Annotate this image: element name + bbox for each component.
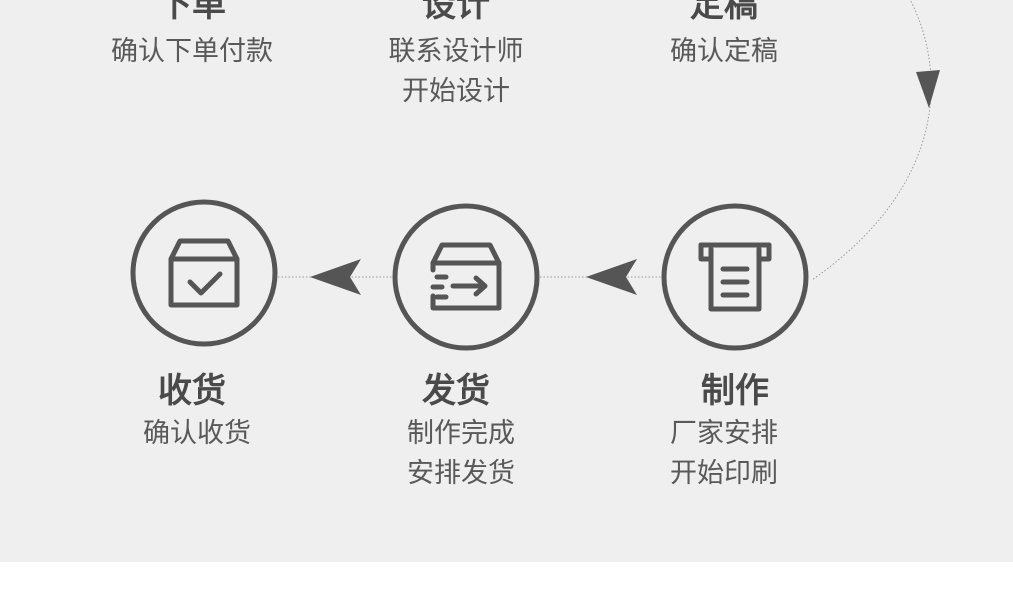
step-desc-design: 联系设计师 开始设计 [346,32,566,112]
step-desc-line: 开始印刷 [670,458,778,489]
arrow-left-icon [310,259,361,295]
step-desc-line: 确认下单付款 [111,36,273,67]
arrow-left-icon [586,259,637,295]
step-title-receive: 收货 [158,371,226,411]
printer-icon [698,242,772,312]
step-title-design: 设计 [422,0,490,25]
connector-finalize-produce-curve [811,0,932,281]
step-desc-produce: 厂家安排 开始印刷 [614,414,834,494]
arrow-down-icon [916,70,940,108]
step-desc-line: 制作完成 [407,418,515,449]
step-desc-line: 厂家安排 [670,418,778,449]
step-desc-line: 安排发货 [407,458,515,489]
step-desc-finalize: 确认定稿 [614,32,834,72]
step-title-produce: 制作 [701,371,769,411]
step-desc-line: 开始设计 [402,76,510,107]
step-desc-line: 确认收货 [143,418,251,449]
step-desc-receive: 确认收货 [87,414,307,454]
step-title-ship: 发货 [422,371,490,411]
step-circle-receive [130,199,278,347]
step-desc-order: 确认下单付款 [82,32,302,72]
box-check-icon [168,238,240,308]
step-desc-ship: 制作完成 安排发货 [351,414,571,494]
step-desc-line: 确认定稿 [670,36,778,67]
box-shipping-icon [430,242,502,311]
step-title-order: 下单 [158,0,226,25]
step-circle-ship [392,203,540,351]
step-desc-line: 联系设计师 [388,36,524,67]
step-title-finalize: 定稿 [690,0,758,25]
step-circle-produce [661,203,809,351]
